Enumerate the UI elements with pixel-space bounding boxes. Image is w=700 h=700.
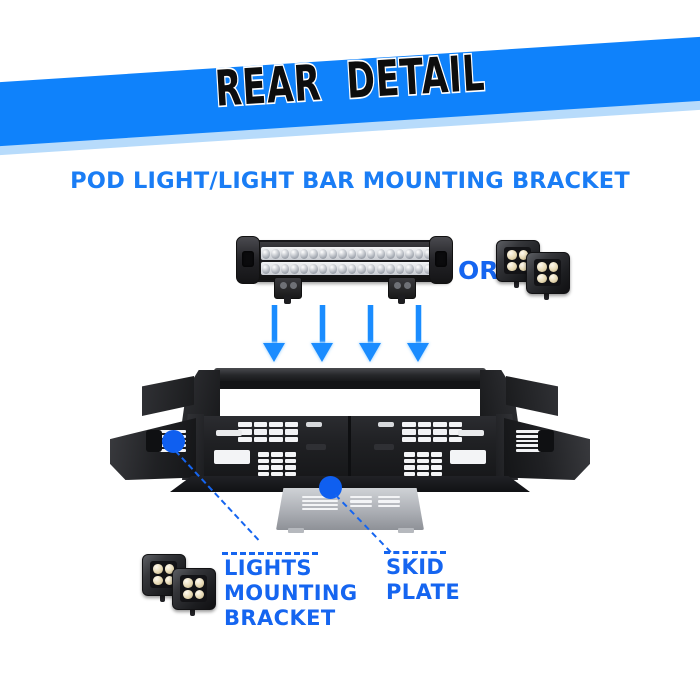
callout-line-2: PLATE	[386, 580, 461, 604]
bumper-tab-left-2	[306, 422, 322, 427]
bumper-light-pocket-right	[450, 450, 486, 464]
header-banner: REAR DETAIL	[0, 0, 700, 170]
bumper-mesh-vent-lower-left	[258, 452, 296, 476]
light-bar-housing	[254, 240, 450, 282]
skid-plate-foot-left	[288, 528, 304, 533]
bumper-tab-right-2	[378, 422, 394, 427]
light-bar-end-cap-left	[236, 236, 260, 284]
light-bar-end-cap-right	[429, 236, 453, 284]
skid-plate-foot-right	[398, 528, 414, 533]
bumper-hoop-inner-shadow	[220, 381, 480, 389]
callout-label-lights-bracket: LIGHTS MOUNTING BRACKET	[224, 556, 358, 631]
pod-light-b	[526, 252, 570, 294]
callout-line-1: LIGHTS	[224, 556, 312, 580]
bumper-tab-right-1	[458, 430, 484, 436]
or-separator-label: OR	[458, 256, 499, 285]
callout-label-skid-plate: SKID PLATE	[386, 555, 460, 605]
bumper-tab-right-3	[374, 444, 394, 450]
arrow-down-1	[263, 305, 285, 363]
pod-light-d	[172, 568, 216, 610]
bumper-wing-slots-right	[516, 430, 548, 452]
bumper-wing-mount-left	[146, 430, 162, 452]
callout-marker-skid-plate[interactable]	[319, 476, 342, 499]
bumper-mesh-vent-lower-right	[404, 452, 442, 476]
led-pod-light-pair-top	[492, 240, 582, 302]
arrow-down-3	[359, 305, 381, 363]
light-bar-lens-row-bottom	[261, 262, 443, 275]
bumper-lower-lip	[170, 476, 530, 492]
bumper-tab-left-1	[216, 430, 242, 436]
callout-line-1: SKID	[386, 555, 445, 579]
bumper-top-hoop	[214, 368, 486, 381]
bumper-light-pocket-left	[214, 450, 250, 464]
led-pod-light-pair-bottom	[140, 552, 232, 618]
bumper-center-seam	[348, 416, 351, 480]
bumper-mesh-vent-upper-right	[402, 422, 462, 442]
callout-marker-lights-bracket[interactable]	[162, 430, 185, 453]
light-bar-mount-stem-left	[284, 295, 291, 304]
callout-underline-lights-bracket	[222, 552, 318, 555]
skid-plate	[276, 488, 424, 530]
steel-rear-bumper-assembly	[110, 358, 590, 533]
bumper-tab-left-3	[306, 444, 326, 450]
light-bar-mount-stem-right	[398, 295, 405, 304]
arrow-down-2	[311, 305, 333, 363]
skid-plate-slots-right	[378, 496, 400, 507]
callout-underline-skid-plate	[384, 551, 446, 554]
arrow-down-4	[407, 305, 429, 363]
skid-plate-slots-mid	[350, 496, 372, 507]
skid-plate-slots-left	[302, 496, 338, 510]
callout-line-2: MOUNTING	[224, 581, 358, 605]
bumper-wing-mount-right	[538, 430, 554, 452]
pod-light-c	[142, 554, 186, 596]
light-bar-lens-row-top	[261, 247, 443, 260]
bumper-mesh-vent-upper-left	[238, 422, 298, 442]
callout-line-3: BRACKET	[224, 606, 336, 630]
led-light-bar	[236, 236, 453, 304]
page-subtitle: POD LIGHT/LIGHT BAR MOUNTING BRACKET	[70, 168, 630, 194]
